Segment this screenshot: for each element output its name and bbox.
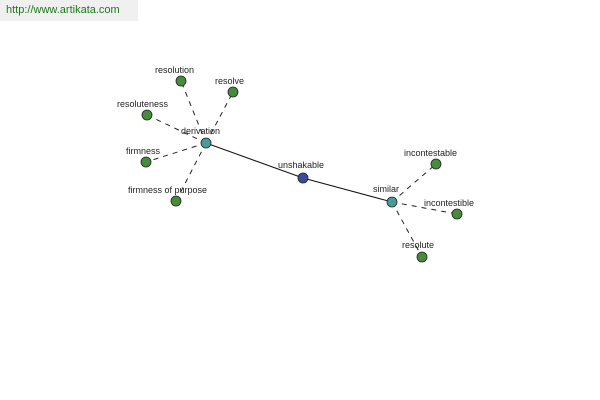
graph-edges — [145, 80, 458, 258]
node-resolve[interactable] — [227, 86, 239, 98]
node-derivation[interactable] — [200, 137, 212, 149]
edge-derivation-resoluteness — [146, 114, 207, 144]
node-resoluteness[interactable] — [141, 109, 153, 121]
label-unshakable[interactable]: unshakable — [278, 160, 324, 170]
node-unshakable[interactable] — [297, 172, 309, 184]
node-similar[interactable] — [386, 196, 398, 208]
node-firmness-of-purpose[interactable] — [170, 195, 182, 207]
label-derivation[interactable]: derivation — [181, 126, 220, 136]
edge-unshakable-derivation — [205, 142, 304, 179]
label-resoluteness[interactable]: resoluteness — [117, 99, 169, 109]
graph-labels: resolution resolve resoluteness derivati… — [117, 65, 474, 250]
label-resolution[interactable]: resolution — [155, 65, 194, 75]
node-firmness[interactable] — [140, 156, 152, 168]
node-resolute[interactable] — [416, 251, 428, 263]
label-incontestable[interactable]: incontestable — [404, 148, 457, 158]
node-incontestible[interactable] — [451, 208, 463, 220]
edge-derivation-firmness — [145, 142, 207, 163]
label-resolve[interactable]: resolve — [215, 76, 244, 86]
label-incontestible[interactable]: incontestible — [424, 198, 474, 208]
label-firmness-of-purpose[interactable]: firmness of purpose — [128, 185, 207, 195]
label-similar[interactable]: similar — [373, 184, 399, 194]
edge-derivation-firmness-of-purpose — [175, 142, 207, 202]
label-firmness[interactable]: firmness — [126, 146, 161, 156]
label-resolute[interactable]: resolute — [402, 240, 434, 250]
graph-nodes — [140, 75, 463, 263]
edge-unshakable-similar — [302, 177, 393, 203]
edge-similar-incontestible — [391, 201, 458, 215]
edge-derivation-resolution — [180, 80, 207, 144]
source-url-banner: http://www.artikata.com — [0, 0, 138, 21]
edge-similar-incontestable — [391, 163, 437, 203]
node-resolution[interactable] — [175, 75, 187, 87]
edge-similar-resolute — [391, 201, 423, 258]
node-incontestable[interactable] — [430, 158, 442, 170]
